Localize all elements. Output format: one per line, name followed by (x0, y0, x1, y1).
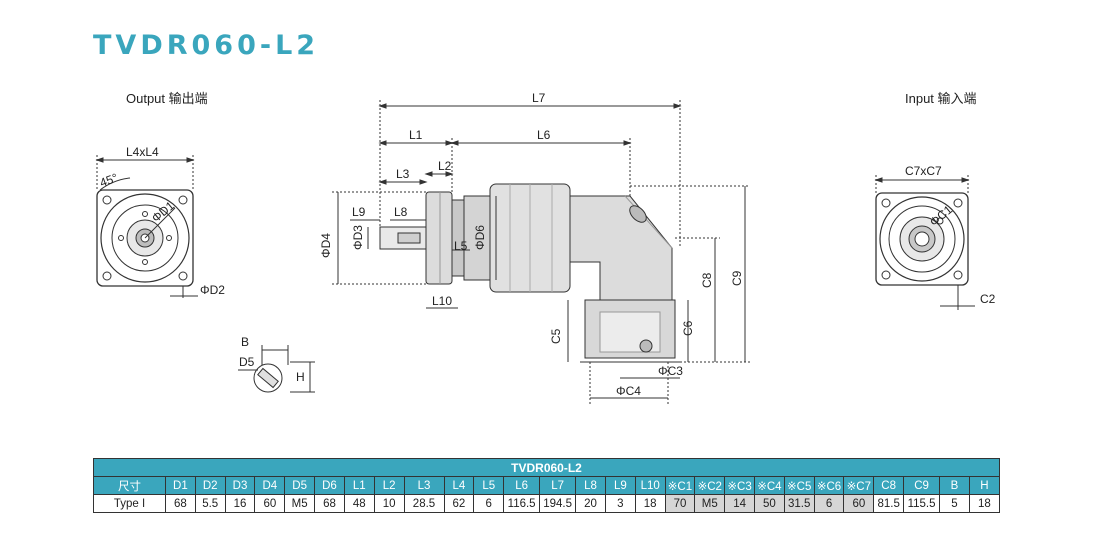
output-label: Output 输出端 (126, 91, 208, 106)
dim-c7xc7: C7xC7 (905, 164, 942, 178)
dim-l1: L1 (409, 128, 423, 142)
table-cell: 48 (343, 494, 375, 513)
dim-c6: C6 (681, 320, 695, 336)
table-cell: 18 (634, 494, 666, 513)
dim-c8: C8 (700, 272, 714, 288)
table-cell: Type I (93, 494, 166, 513)
dim-d6: ΦD6 (473, 225, 487, 250)
dim-l3: L3 (396, 167, 410, 181)
table-header-cell: D1 (165, 476, 196, 495)
table-cell: 20 (575, 494, 606, 513)
table-cell: 28.5 (403, 494, 445, 513)
key-detail (238, 345, 315, 393)
dim-d5: D5 (239, 355, 255, 369)
page-title: TVDR060-L2 (93, 30, 320, 61)
table-header-cell: L7 (539, 476, 577, 495)
dim-h: H (296, 370, 305, 384)
dim-c4: ΦC4 (616, 384, 641, 398)
table-cell: 70 (664, 494, 696, 513)
dim-l2: L2 (438, 159, 452, 173)
dim-d2: ΦD2 (200, 283, 225, 297)
dim-angle: 45° (98, 171, 120, 190)
dim-d3: ΦD3 (351, 225, 365, 250)
table-header-cell: L4 (443, 476, 475, 495)
dim-l6: L6 (537, 128, 551, 142)
table-header-cell: L10 (634, 476, 666, 495)
table-title: TVDR060-L2 (93, 458, 1000, 477)
table-header-cell: ※C3 (724, 476, 755, 495)
table-header-cell: ※C6 (813, 476, 845, 495)
output-flange-view (95, 155, 198, 298)
table-cell: 6 (813, 494, 845, 513)
table-header-cell: D2 (194, 476, 226, 495)
table-header-cell: D4 (254, 476, 286, 495)
table-header-cell: 尺寸 (93, 476, 166, 495)
dim-l5: L5 (454, 239, 468, 253)
input-flange-view (874, 175, 975, 310)
table-cell: 16 (224, 494, 256, 513)
table-header-cell: ※C7 (843, 476, 875, 495)
table-cell: 62 (443, 494, 475, 513)
table-cell: 10 (373, 494, 405, 513)
input-label: Input 输入端 (905, 91, 977, 106)
table-cell: 60 (254, 494, 286, 513)
table-cell: 5 (939, 494, 970, 513)
table-cell: 14 (724, 494, 755, 513)
table-cell: 50 (754, 494, 785, 513)
table-cell: M5 (694, 494, 726, 513)
dim-c2: C2 (980, 292, 996, 306)
table-header-cell: D6 (314, 476, 345, 495)
table-cell: 68 (314, 494, 345, 513)
dim-d4: ΦD4 (319, 233, 333, 258)
table-cell: 31.5 (783, 494, 815, 513)
table-header-cell: L3 (403, 476, 445, 495)
dim-c9: C9 (730, 270, 744, 286)
dim-l8: L8 (394, 205, 408, 219)
table-header-cell: C9 (903, 476, 941, 495)
dim-l9: L9 (352, 205, 366, 219)
table-header-cell: B (939, 476, 970, 495)
table-cell: 115.5 (903, 494, 941, 513)
table-cell: 194.5 (539, 494, 577, 513)
table-cell: 68 (165, 494, 196, 513)
table-header-cell: L5 (473, 476, 505, 495)
table-header-cell: ※C1 (664, 476, 696, 495)
dim-l4xl4: L4xL4 (126, 145, 159, 159)
table-header-cell: ※C2 (694, 476, 726, 495)
table-header-cell: L9 (604, 476, 636, 495)
table-header-cell: ※C4 (754, 476, 785, 495)
dim-c5: C5 (549, 328, 563, 344)
table-cell: 3 (604, 494, 636, 513)
dim-l10: L10 (432, 294, 452, 308)
table-cell: 6 (473, 494, 505, 513)
table-header-cell: H (968, 476, 1001, 495)
side-view (332, 100, 750, 404)
table-cell: 5.5 (194, 494, 226, 513)
table-cell: 81.5 (873, 494, 905, 513)
technical-drawing: L4xL4 45° ΦD1 ΦD2 B D5 H (95, 91, 996, 404)
table-header-cell: D5 (284, 476, 316, 495)
table-header-cell: L8 (575, 476, 606, 495)
table-header-cell: ※C5 (783, 476, 815, 495)
table-header-cell: L6 (503, 476, 541, 495)
dim-l7: L7 (532, 91, 546, 105)
table-header-cell: L1 (343, 476, 375, 495)
dim-b: B (241, 335, 249, 349)
table-cell: 60 (843, 494, 875, 513)
table-header-cell: C8 (873, 476, 905, 495)
table-header-cell: D3 (224, 476, 256, 495)
table-cell: M5 (284, 494, 316, 513)
dim-c3: ΦC3 (658, 364, 683, 378)
table-cell: 18 (968, 494, 1001, 513)
table-cell: 116.5 (503, 494, 541, 513)
table-header-cell: L2 (373, 476, 405, 495)
